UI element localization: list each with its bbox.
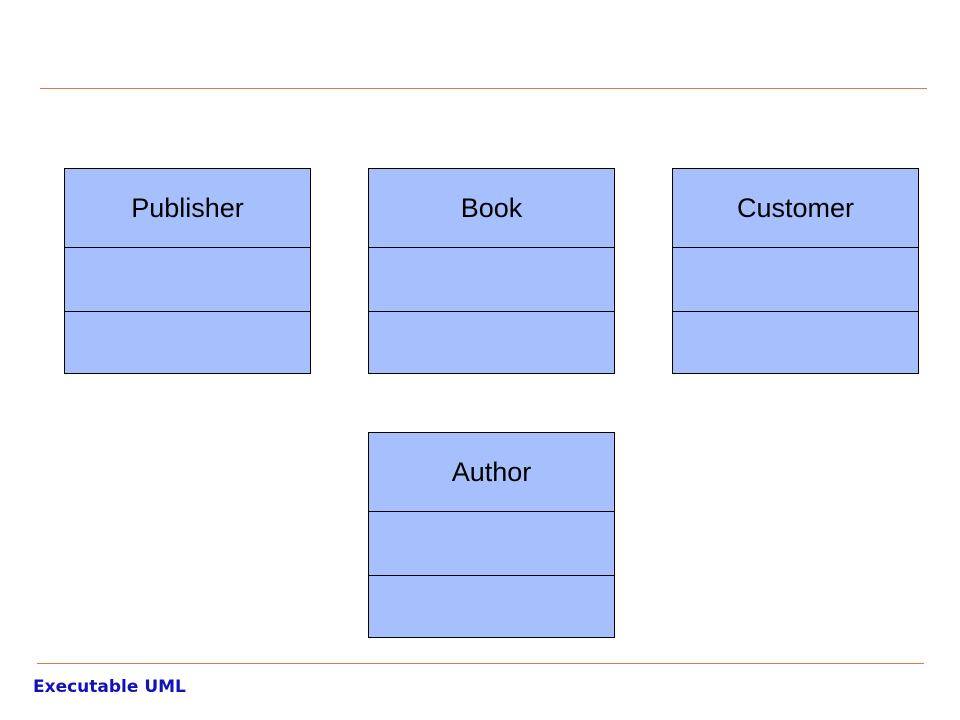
attributes-compartment-customer [673,248,918,312]
operations-compartment-book [369,312,614,373]
class-name-book: Book [369,169,614,248]
class-name-publisher: Publisher [65,169,310,248]
class-box-book[interactable]: Book [368,168,615,374]
class-box-customer[interactable]: Customer [672,168,919,374]
top-divider [40,88,927,89]
footer-title: Executable UML [33,677,186,697]
class-name-author: Author [369,433,614,512]
class-box-author[interactable]: Author [368,432,615,638]
attributes-compartment-author [369,512,614,576]
class-name-customer: Customer [673,169,918,248]
bottom-divider [37,663,924,664]
attributes-compartment-publisher [65,248,310,312]
operations-compartment-publisher [65,312,310,373]
attributes-compartment-book [369,248,614,312]
operations-compartment-customer [673,312,918,373]
operations-compartment-author [369,576,614,637]
class-box-publisher[interactable]: Publisher [64,168,311,374]
